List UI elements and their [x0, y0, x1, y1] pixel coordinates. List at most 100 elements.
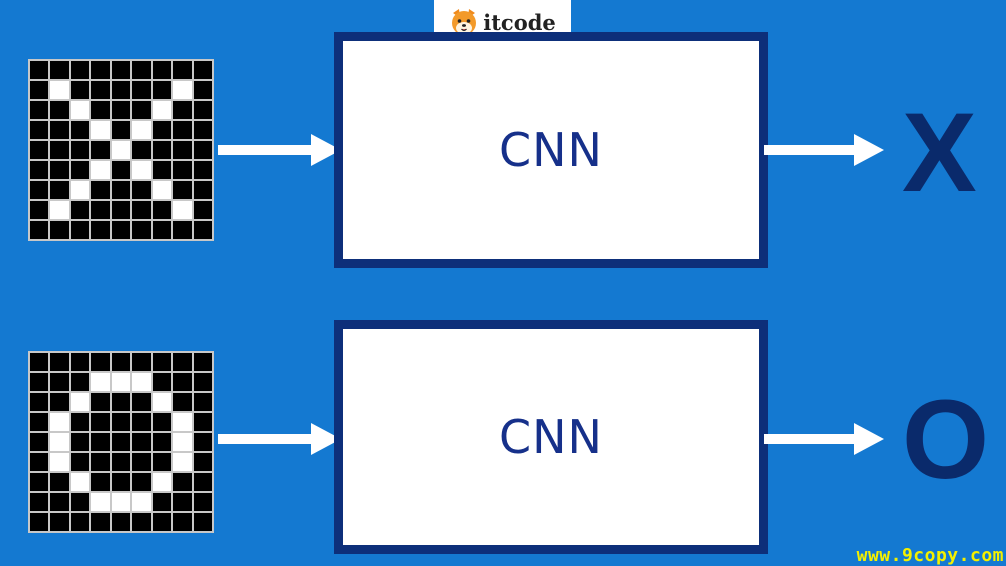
grid-cell-off	[132, 513, 151, 531]
grid-cell-off	[50, 121, 69, 139]
grid-cell-off	[91, 473, 110, 491]
grid-cell-off	[173, 493, 192, 511]
grid-cell-off	[111, 121, 131, 139]
grid-cell-off	[30, 161, 49, 179]
grid-cell-off	[50, 181, 69, 199]
grid-cell-off	[193, 201, 212, 219]
grid-cell-off	[193, 221, 212, 239]
logo-text: itcode	[483, 9, 556, 35]
grid-cell-off	[132, 81, 151, 99]
grid-cell-on	[111, 493, 131, 511]
grid-cell-off	[152, 513, 172, 531]
grid-cell-off	[91, 101, 110, 119]
grid-cell-off	[132, 453, 151, 471]
grid-cell-off	[152, 353, 172, 371]
grid-cell-off	[30, 141, 49, 159]
grid-cell-off	[173, 513, 192, 531]
x-input-grid	[28, 59, 214, 241]
grid-cell-off	[70, 161, 90, 179]
grid-cell-on	[173, 433, 192, 451]
grid-cell-off	[91, 393, 110, 411]
grid-cell-on	[152, 181, 172, 199]
grid-cell-off	[173, 393, 192, 411]
grid-cell-off	[91, 453, 110, 471]
grid-cell-off	[91, 81, 110, 99]
grid-cell-off	[152, 161, 172, 179]
grid-cell-off	[173, 473, 192, 491]
grid-cell-off	[111, 473, 131, 491]
grid-cell-off	[152, 373, 172, 391]
grid-cell-off	[152, 121, 172, 139]
grid-cell-off	[111, 81, 131, 99]
grid-cell-off	[152, 453, 172, 471]
grid-cell-off	[173, 141, 192, 159]
output-o: O	[902, 377, 990, 502]
grid-cell-off	[173, 61, 192, 79]
grid-cell-off	[50, 141, 69, 159]
grid-cell-off	[173, 373, 192, 391]
grid-cell-off	[70, 81, 90, 99]
input-arrow	[218, 423, 341, 455]
grid-cell-off	[70, 373, 90, 391]
grid-cell-off	[193, 81, 212, 99]
grid-cell-off	[70, 201, 90, 219]
grid-cell-off	[152, 433, 172, 451]
grid-cell-on	[152, 473, 172, 491]
grid-cell-off	[70, 141, 90, 159]
grid-cell-off	[50, 373, 69, 391]
grid-cell-off	[193, 101, 212, 119]
grid-cell-off	[111, 201, 131, 219]
grid-cell-off	[193, 453, 212, 471]
grid-cell-on	[91, 161, 110, 179]
grid-cell-off	[193, 141, 212, 159]
grid-cell-on	[70, 393, 90, 411]
grid-cell-off	[70, 513, 90, 531]
grid-cell-on	[132, 373, 151, 391]
grid-cell-off	[50, 513, 69, 531]
grid-cell-off	[193, 473, 212, 491]
grid-cell-off	[50, 221, 69, 239]
grid-cell-off	[50, 493, 69, 511]
cnn-label: CNN	[499, 410, 603, 464]
grid-cell-off	[30, 221, 49, 239]
grid-cell-on	[70, 473, 90, 491]
grid-cell-on	[132, 493, 151, 511]
grid-cell-off	[111, 433, 131, 451]
grid-cell-off	[30, 413, 49, 431]
grid-cell-on	[152, 393, 172, 411]
grid-cell-off	[193, 121, 212, 139]
grid-cell-on	[111, 141, 131, 159]
grid-cell-off	[91, 513, 110, 531]
grid-cell-off	[30, 393, 49, 411]
grid-cell-off	[152, 201, 172, 219]
grid-cell-off	[30, 353, 49, 371]
grid-cell-off	[193, 413, 212, 431]
grid-cell-on	[173, 453, 192, 471]
grid-cell-on	[91, 121, 110, 139]
grid-cell-off	[173, 353, 192, 371]
grid-cell-off	[173, 221, 192, 239]
grid-cell-off	[30, 81, 49, 99]
grid-cell-off	[132, 221, 151, 239]
grid-cell-off	[70, 493, 90, 511]
grid-cell-on	[173, 81, 192, 99]
grid-cell-off	[50, 473, 69, 491]
grid-cell-off	[30, 101, 49, 119]
grid-cell-on	[173, 413, 192, 431]
grid-cell-off	[193, 493, 212, 511]
grid-cell-off	[70, 353, 90, 371]
grid-cell-off	[193, 181, 212, 199]
grid-cell-off	[91, 221, 110, 239]
grid-cell-off	[152, 61, 172, 79]
grid-cell-off	[50, 353, 69, 371]
grid-cell-off	[132, 141, 151, 159]
grid-cell-off	[50, 393, 69, 411]
grid-cell-off	[152, 221, 172, 239]
grid-cell-on	[70, 101, 90, 119]
grid-cell-off	[91, 433, 110, 451]
grid-cell-off	[91, 181, 110, 199]
grid-cell-off	[30, 453, 49, 471]
grid-cell-off	[193, 513, 212, 531]
grid-cell-off	[70, 453, 90, 471]
grid-cell-off	[30, 373, 49, 391]
